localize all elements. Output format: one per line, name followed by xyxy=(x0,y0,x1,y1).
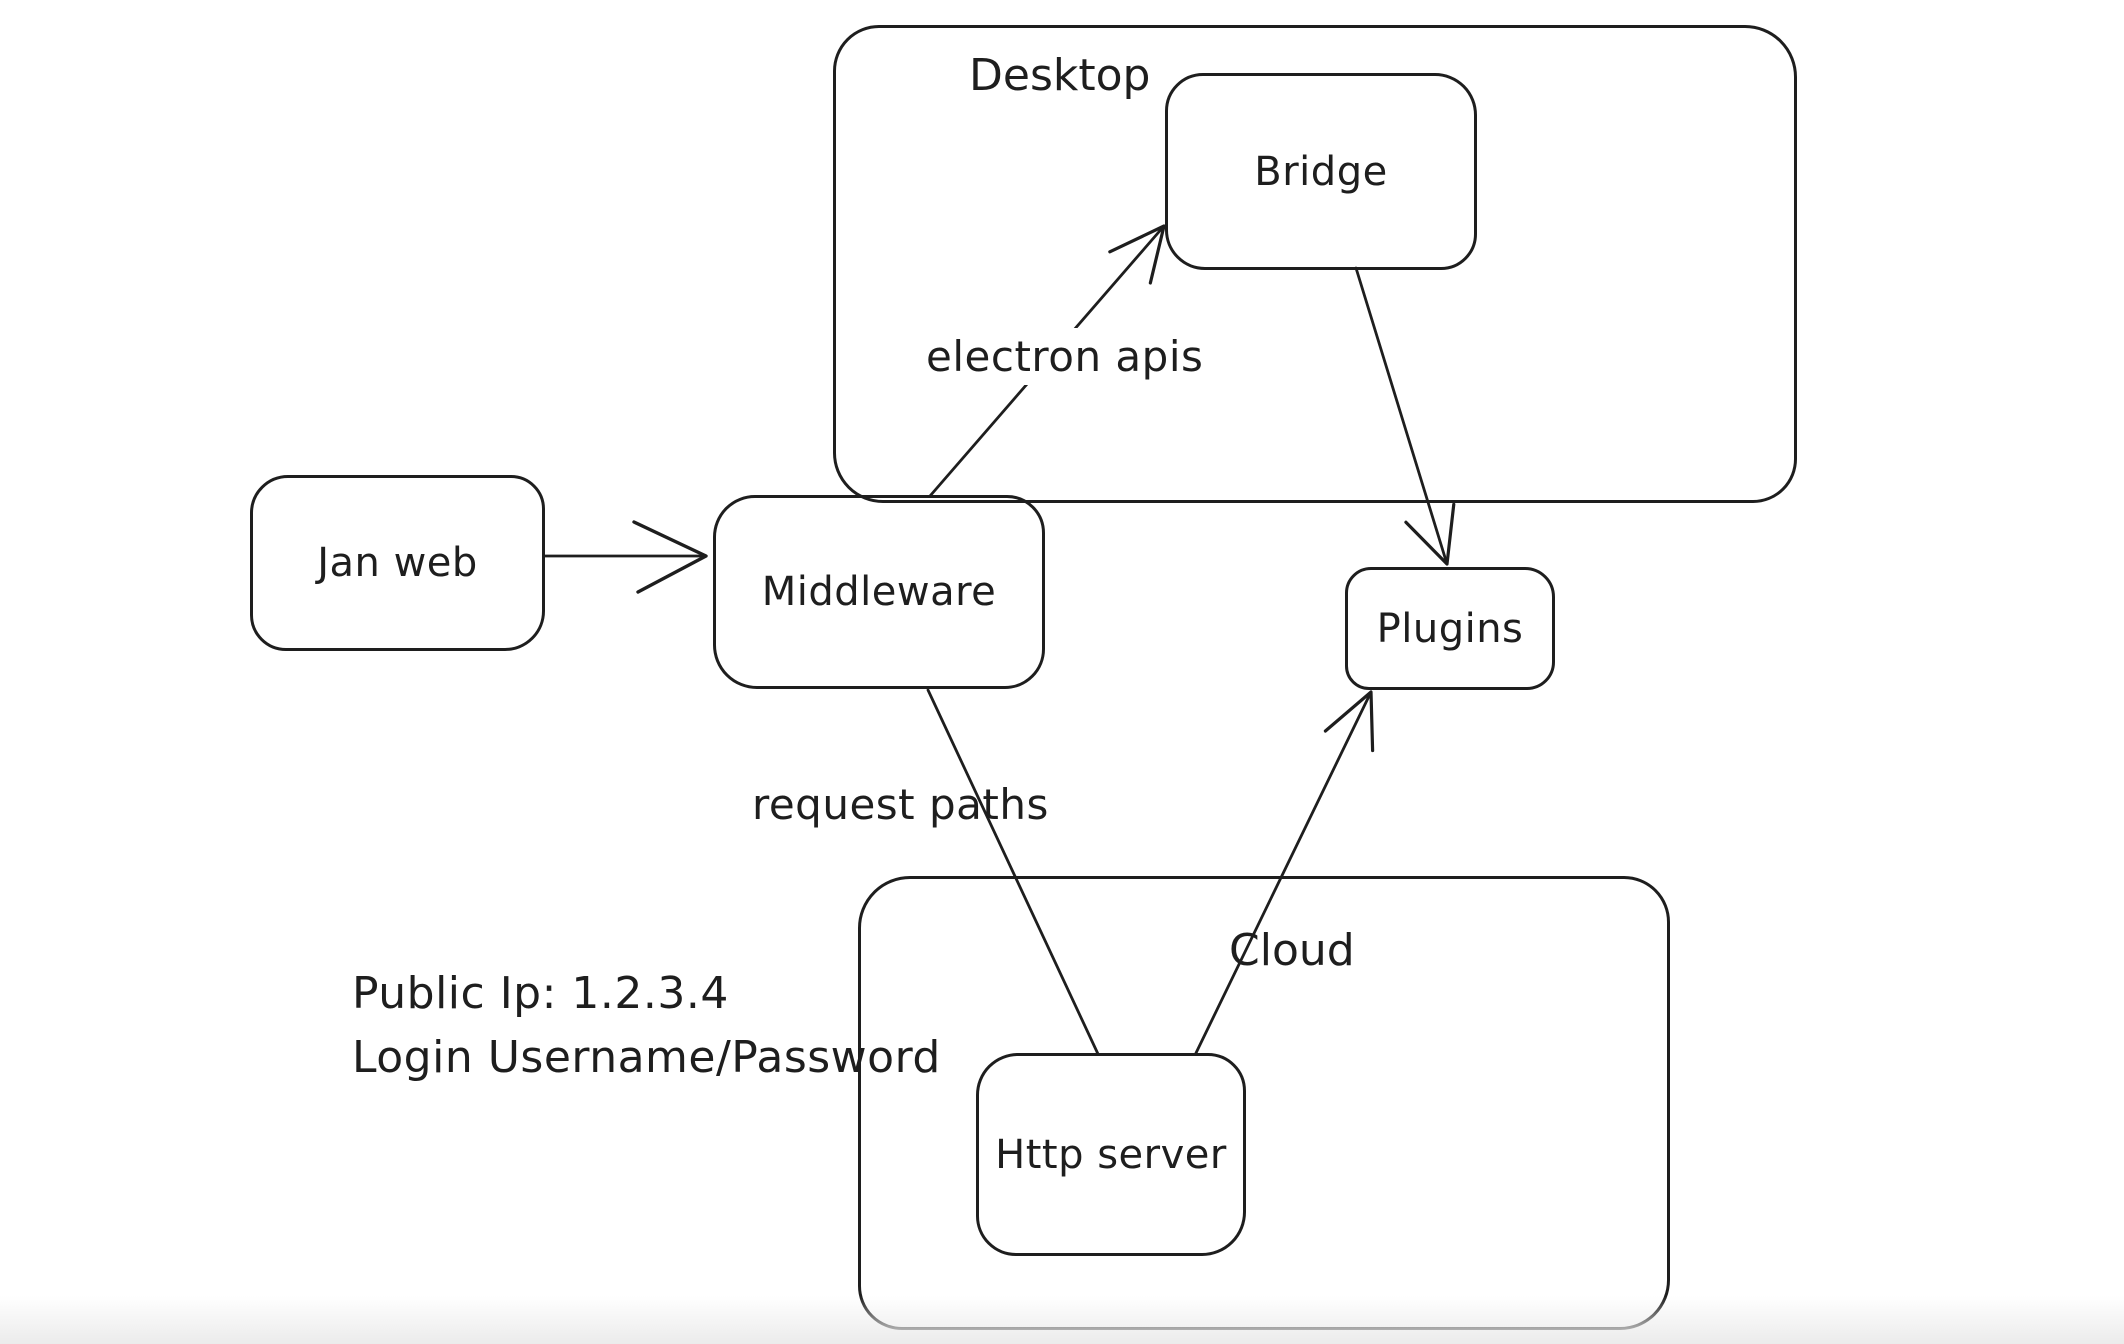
node-plugins-label: Plugins xyxy=(1376,605,1524,652)
edge-label-electron-apis[interactable]: electron apis xyxy=(916,328,1214,385)
node-http-server[interactable]: Http server xyxy=(976,1053,1246,1256)
container-cloud-label: Cloud xyxy=(1229,925,1355,976)
edge-bridge-to-plugins[interactable] xyxy=(1354,266,1456,566)
node-middleware-label: Middleware xyxy=(761,569,997,615)
node-bridge[interactable]: Bridge xyxy=(1165,73,1477,270)
edge-middleware-to-httpserver[interactable] xyxy=(926,688,1100,1056)
edge-label-request-paths[interactable]: request paths xyxy=(752,780,1049,829)
node-http-server-label: Http server xyxy=(995,1131,1227,1178)
node-jan-web-label: Jan web xyxy=(317,540,478,586)
node-middleware[interactable]: Middleware xyxy=(713,495,1045,689)
annotation-credentials[interactable]: Public Ip: 1.2.3.4 Login Username/Passwo… xyxy=(352,962,941,1090)
node-plugins[interactable]: Plugins xyxy=(1345,567,1555,690)
node-jan-web[interactable]: Jan web xyxy=(250,475,545,651)
edge-httpserver-to-plugins[interactable] xyxy=(1194,690,1375,1055)
container-desktop-label: Desktop xyxy=(969,50,1151,101)
node-bridge-label: Bridge xyxy=(1254,148,1388,195)
container-desktop[interactable]: Desktop xyxy=(833,25,1797,503)
annotation-login: Login Username/Password xyxy=(352,1032,941,1083)
annotation-public-ip: Public Ip: 1.2.3.4 xyxy=(352,968,729,1019)
